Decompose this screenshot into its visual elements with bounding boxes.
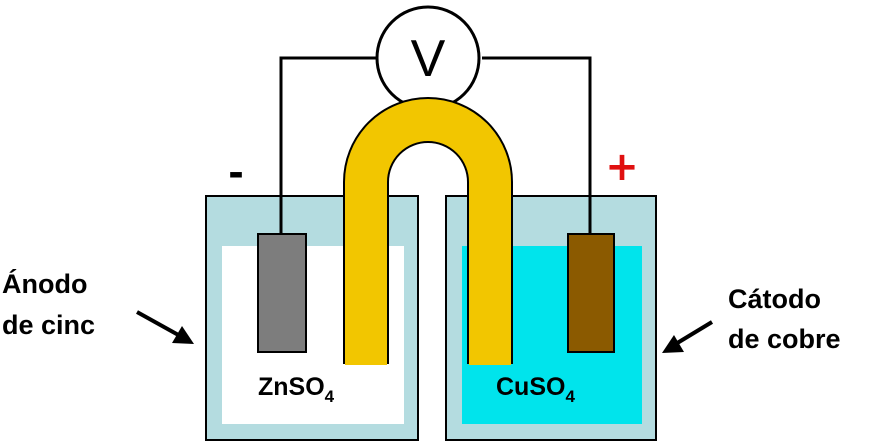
cathode-pointer-arrow <box>662 320 714 353</box>
external-circuit-wire <box>279 56 592 234</box>
voltmeter: V <box>375 5 481 111</box>
zinc-solution-subscript: 4 <box>325 387 335 406</box>
salt-bridge <box>343 97 513 365</box>
negative-terminal-sign: - <box>228 151 244 195</box>
cathode-label-line2: de cobre <box>728 324 841 354</box>
zinc-solution-label: ZnSO4 <box>258 373 335 406</box>
copper-solution-label: CuSO4 <box>496 373 575 406</box>
anode-label-line1: Ánodo <box>2 268 87 299</box>
copper-solution-base: CuSO <box>496 373 565 401</box>
anode-label-line2: de cinc <box>2 310 95 340</box>
anode-pointer-arrow <box>136 310 194 344</box>
zinc-solution-base: ZnSO <box>258 373 325 401</box>
positive-terminal-sign: + <box>605 144 639 190</box>
voltmeter-symbol: V <box>411 30 446 88</box>
copper-electrode <box>567 233 615 353</box>
copper-solution-subscript: 4 <box>565 387 575 406</box>
cathode-label-line1: Cátodo <box>728 284 821 314</box>
zinc-electrode <box>257 233 307 353</box>
